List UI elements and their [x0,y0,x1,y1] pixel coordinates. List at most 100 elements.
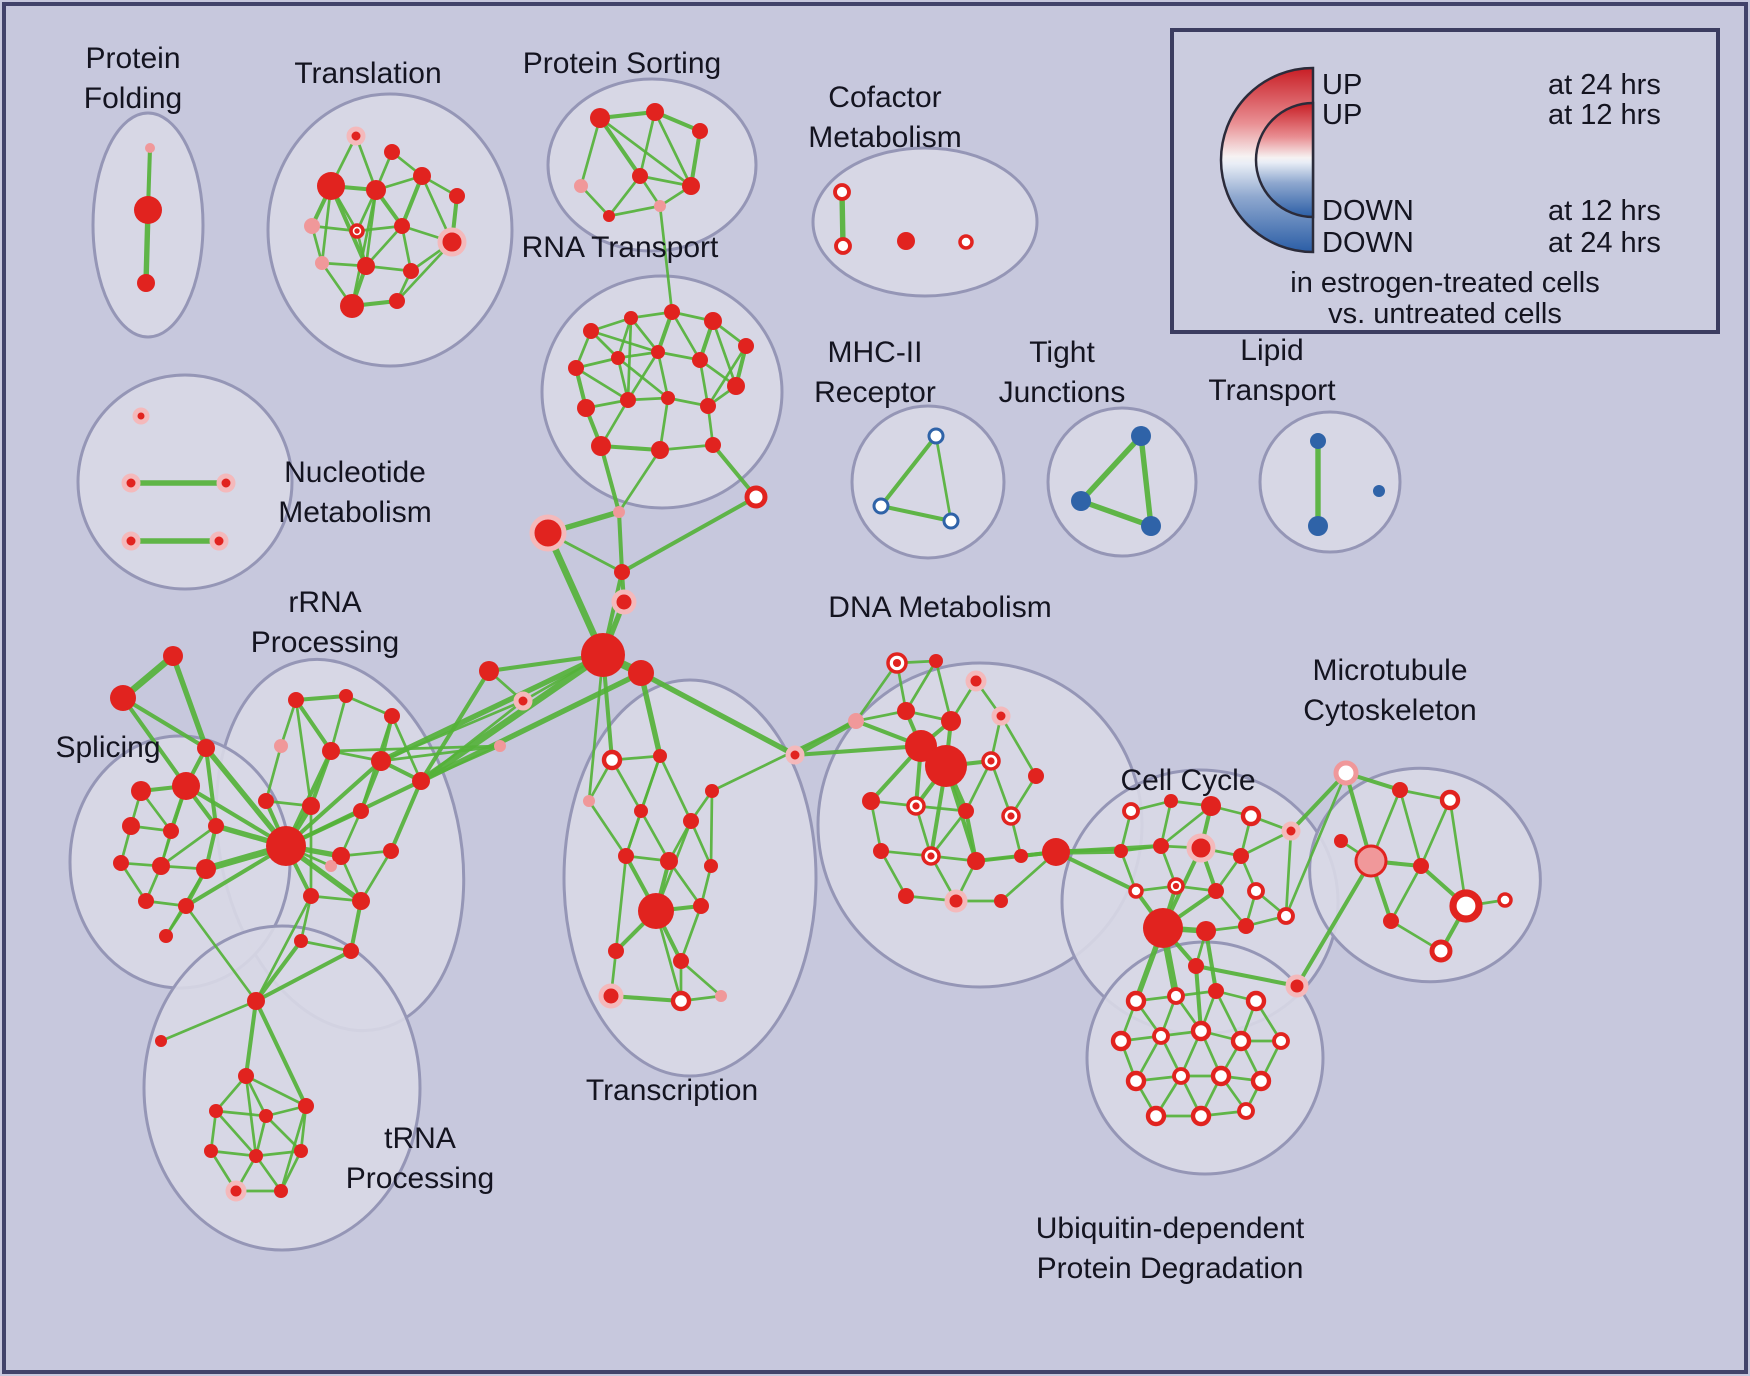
network-node-ring [1429,939,1453,963]
network-edge [378,652,606,764]
legend-down24-label: DOWN [1322,227,1414,259]
network-node-halo [785,745,805,765]
network-node-red [152,857,170,875]
network-node-ring [1125,1070,1147,1092]
network-node-red [258,793,274,809]
network-node-red [727,377,745,395]
network-node-red [651,441,669,459]
network-node-red [137,274,155,292]
network-edge [1078,498,1154,529]
network-node-ring [1190,1020,1212,1042]
network-node-red [371,751,391,771]
network-node-red [259,1109,273,1123]
network-node-red [138,893,154,909]
network-node-red [479,661,499,681]
network-node-red [172,772,200,800]
network-node-ring [1210,1065,1232,1087]
network-node-ring [1122,802,1140,820]
network-edge [607,204,662,218]
network-edge [390,714,423,783]
network-node-red [394,218,410,234]
network-edge [120,695,209,751]
network-edge [670,310,702,362]
network-node-target [349,223,365,239]
legend-down12-time: at 12 hrs [1548,195,1661,227]
network-edge [626,350,660,402]
network-node-red [738,338,754,354]
network-node-ring [958,234,974,250]
network-node-red [1208,883,1224,899]
network-node-red [941,711,961,731]
network-node-red [568,360,584,376]
network-edge [854,661,899,723]
network-node-red [303,888,319,904]
legend-up12-time: at 12 hrs [1548,99,1661,131]
network-node-red [294,934,308,948]
network-edge [159,999,258,1043]
network-edge [170,653,209,751]
network-node-red [383,843,399,859]
network-node-target [906,796,926,816]
network-edge [879,849,908,898]
network-node-pink [315,256,329,270]
network-edge [619,494,759,575]
cluster-ellipse-microtubule-cytoskeleton [1308,766,1542,984]
network-node-red [583,323,599,339]
network-edge [598,443,622,515]
network-edge [574,366,630,402]
network-edge [1203,928,1219,994]
network-node-red [1164,794,1178,808]
network-edge [243,998,259,1079]
network-edge [253,998,309,1109]
network-node-red [704,312,722,330]
network-edge [344,694,394,718]
network-node-pink [274,739,288,753]
network-node-red [403,263,419,279]
network-node-red [302,797,320,815]
network-node-halo [121,473,141,493]
network-edge [639,809,671,863]
network-node-red [110,685,136,711]
legend-down12-label: DOWN [1322,195,1414,227]
network-node-ring [1110,1030,1132,1052]
network-edge [329,744,502,753]
network-node-halo [225,1180,247,1202]
network-node-red [1028,768,1044,784]
network-node-red [581,633,625,677]
network-node-red [159,929,173,943]
network-node-ring [1497,892,1513,908]
network-edge [607,174,642,218]
network-node-pink [583,795,595,807]
network-edge [1288,770,1349,834]
network-node-red [683,813,699,829]
network-node-red [1334,834,1348,848]
network-node-ring [1128,883,1144,899]
network-node-red [897,702,915,720]
legend: UP at 24 hrs UP at 12 hrs DOWN at 12 hrs… [1170,28,1720,334]
network-node-pinkring [1333,760,1359,786]
network-edge [253,938,304,1004]
network-node-red [1201,796,1221,816]
network-edge [279,1149,303,1193]
network-node-red [197,739,215,757]
network-node-target [1001,806,1021,826]
network-node-red [693,898,709,914]
network-node-target [886,652,908,674]
network-node-red [113,855,129,871]
network-edge [1138,433,1154,529]
network-node-blue [1310,433,1326,449]
network-node-red [249,1149,263,1163]
network-node-red [238,1068,254,1084]
network-edge [1419,798,1452,868]
network-edge [689,819,713,868]
network-node-ring [1237,1102,1255,1120]
network-node-red [664,304,680,320]
network-edge [658,754,693,823]
network-node-pink [715,990,727,1002]
network-node-red [204,1144,218,1158]
network-node-red [1238,918,1254,934]
network-node-halo [513,691,533,711]
